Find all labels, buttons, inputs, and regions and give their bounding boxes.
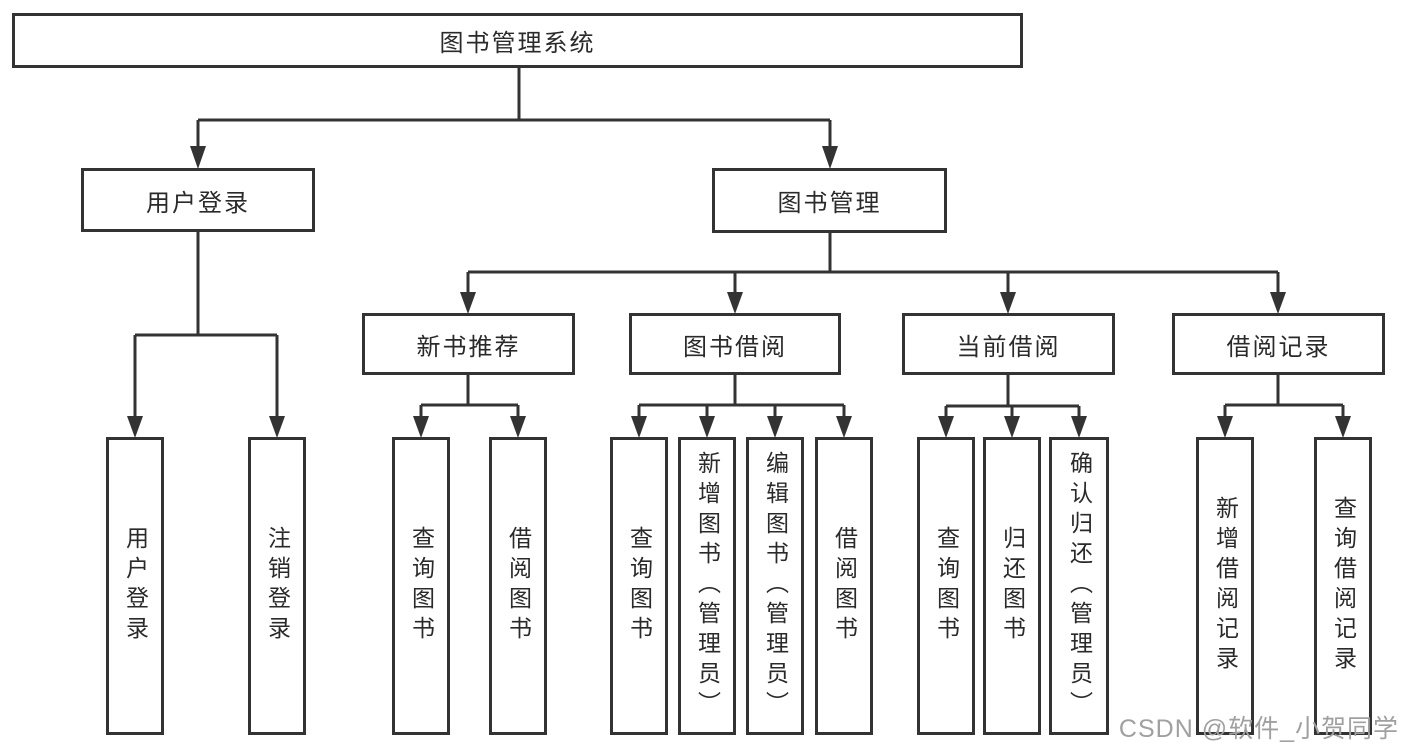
leaf-user-login: 用户登录 <box>106 437 164 735</box>
node-label: 借阅图书 <box>505 526 532 646</box>
watermark: CSDN @软件_小贺同学 <box>1118 715 1399 743</box>
node-root: 图书管理系统 <box>12 13 1023 68</box>
leaf-add-borrow-record: 新增借阅记录 <box>1196 437 1254 735</box>
node-label: 新书推荐 <box>416 333 521 361</box>
node-label: 确认归还（管理员） <box>1066 451 1093 721</box>
leaf-borrow-book-2: 借阅图书 <box>815 437 873 735</box>
node-label: 用户登录 <box>146 189 250 217</box>
node-label: 查询借阅记录 <box>1330 496 1357 676</box>
node-label: 查询图书 <box>408 526 435 646</box>
node-new-book-recommend: 新书推荐 <box>362 313 575 375</box>
node-label: 新增借阅记录 <box>1212 496 1239 676</box>
node-book-management: 图书管理 <box>712 168 947 233</box>
node-label: 查询图书 <box>933 526 960 646</box>
leaf-query-book-1: 查询图书 <box>392 437 450 735</box>
node-label: 归还图书 <box>999 526 1026 646</box>
node-label: 用户登录 <box>122 526 149 646</box>
node-label: 编辑图书（管理员） <box>762 451 789 721</box>
node-borrow-record: 借阅记录 <box>1172 313 1385 375</box>
node-label: 注销登录 <box>264 526 291 646</box>
node-label: 图书借阅 <box>683 333 787 361</box>
node-user-login: 用户登录 <box>81 168 315 232</box>
node-label: 借阅图书 <box>831 526 858 646</box>
node-label: 查询图书 <box>626 526 653 646</box>
node-label: 借阅记录 <box>1226 333 1331 361</box>
leaf-borrow-book-1: 借阅图书 <box>489 437 547 735</box>
leaf-confirm-return-admin: 确认归还（管理员） <box>1049 437 1109 735</box>
node-label: 图书管理 <box>777 190 882 217</box>
leaf-query-book-3: 查询图书 <box>917 437 975 735</box>
leaf-return-book: 归还图书 <box>983 437 1041 735</box>
leaf-logout: 注销登录 <box>248 437 306 735</box>
node-label: 当前借阅 <box>956 333 1061 361</box>
node-label: 图书管理系统 <box>439 30 596 57</box>
node-label: 新增图书（管理员） <box>694 451 721 721</box>
leaf-query-book-2: 查询图书 <box>610 437 668 735</box>
leaf-add-book-admin: 新增图书（管理员） <box>678 437 736 735</box>
node-current-borrow: 当前借阅 <box>902 313 1115 375</box>
node-book-borrow: 图书借阅 <box>629 313 841 375</box>
leaf-query-borrow-record: 查询借阅记录 <box>1314 437 1372 735</box>
leaf-edit-book-admin: 编辑图书（管理员） <box>746 437 804 735</box>
